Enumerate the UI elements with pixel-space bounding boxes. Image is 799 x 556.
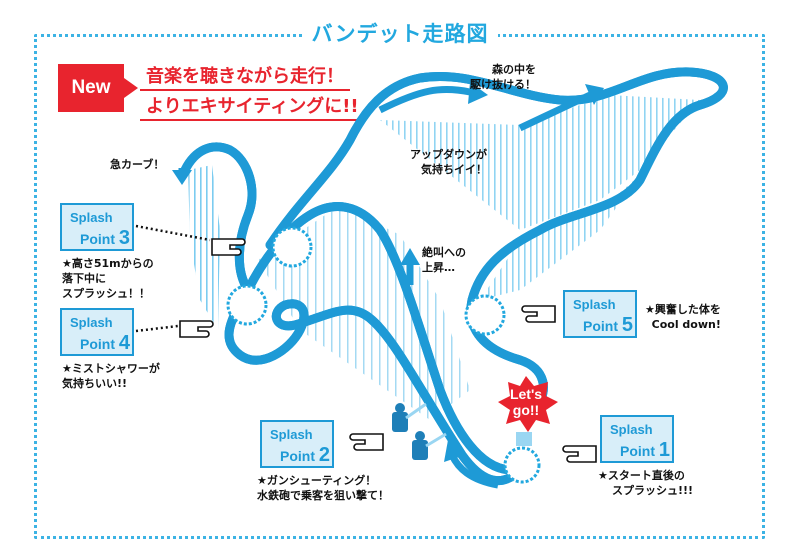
splash-label: Splash	[70, 315, 113, 330]
water-gun-figures	[392, 402, 447, 460]
support-structure-forest	[380, 95, 700, 230]
headline-line-1: 音楽を聴きながら走行！	[140, 62, 350, 91]
updown-note-line-1: アップダウンが	[410, 148, 487, 161]
letsgo-line-2: go!!	[512, 402, 540, 418]
arrow-icon	[444, 440, 462, 462]
splash-point-number: 1	[658, 439, 671, 461]
arrow-icon	[518, 91, 592, 132]
forest-note-line-1: 森の中を	[492, 63, 536, 76]
forest-note-line-2: 駆け抜ける！	[470, 78, 536, 91]
splash-label: Splash	[573, 297, 616, 312]
splash-point-5-box: Splash Point 5	[563, 290, 637, 338]
support-structure-left	[188, 165, 220, 330]
splash-label: Splash	[610, 422, 653, 437]
new-badge-arrow	[124, 78, 138, 98]
desc-line: 水鉄砲で乗客を狙い撃て！	[257, 489, 389, 502]
splash-icons	[226, 226, 541, 484]
splash-point-number: 5	[621, 314, 634, 336]
forest-note: 森の中を 駆け抜ける！	[470, 62, 536, 92]
desc-line: ★ミストシャワーが	[62, 362, 160, 375]
updown-note-line-2: 気持ちイイ！	[421, 163, 487, 176]
new-badge: New	[58, 64, 124, 112]
arrow-icon	[400, 248, 420, 265]
pointing-hand-icon	[211, 238, 246, 256]
splash-point-4-box: Splash Point 4	[60, 308, 134, 356]
point-label: Point 5	[583, 314, 634, 336]
splash-point-3-box: Splash Point 3	[60, 203, 134, 251]
pointing-hand-icon	[562, 445, 597, 463]
desc-line: 落下中に	[62, 272, 106, 285]
climb-note-line-2: 上昇…	[422, 261, 455, 274]
climb-note-line-1: 絶叫への	[422, 246, 466, 259]
splash-label: Splash	[70, 210, 113, 225]
splash-point-number: 3	[118, 227, 131, 249]
water-gun-figure-icon	[392, 402, 427, 432]
leader-lines	[135, 224, 211, 333]
splash-icon	[464, 294, 506, 336]
desc-line: Cool down!	[651, 318, 721, 331]
updown-note: アップダウンが 気持ちイイ！	[410, 147, 487, 177]
desc-line: ★興奮した体を	[645, 303, 721, 316]
direction-arrows	[172, 82, 604, 489]
splash-point-2-desc: ★ガンシューティング！ 水鉄砲で乗客を狙い撃て！	[257, 473, 389, 503]
splash-point-number: 2	[318, 444, 331, 466]
water-gun-figure-icon	[412, 431, 447, 460]
point-label: Point 1	[620, 439, 671, 461]
splash-icon	[226, 284, 268, 326]
letsgo-line-1: Let's	[509, 386, 543, 402]
desc-line: ★ガンシューティング！	[257, 474, 377, 487]
title-background	[302, 18, 498, 48]
arrow-icon	[585, 84, 604, 105]
splash-icon	[271, 226, 313, 268]
climb-note: 絶叫への 上昇…	[422, 245, 466, 275]
desc-line: ★高さ51mからの	[62, 257, 154, 270]
pointing-hands	[179, 238, 597, 463]
point-label: Point 4	[80, 332, 131, 354]
desc-line: 気持ちいい!!	[62, 377, 128, 390]
splash-point-1-box: Splash Point 1	[600, 415, 674, 463]
splash-point-2-box: Splash Point 2	[260, 420, 334, 468]
splash-point-1-desc: ★スタート直後の スプラッシュ!!!	[598, 468, 693, 498]
pointing-hand-icon	[179, 320, 214, 338]
splash-label: Splash	[270, 427, 313, 442]
page-title: バンデット走路図	[311, 22, 489, 46]
desc-line: ★スタート直後の	[598, 469, 685, 482]
splash-point-4-desc: ★ミストシャワーが 気持ちいい!!	[62, 361, 160, 391]
point-label: Point 3	[80, 227, 131, 249]
letsgo-burst	[498, 376, 558, 432]
arrow-icon	[378, 85, 471, 114]
point-label: Point 2	[280, 444, 331, 466]
curve-note: 急カーブ！	[110, 158, 165, 171]
splash-point-3-desc: ★高さ51mからの 落下中に スプラッシュ！！	[62, 256, 154, 301]
arrow-icon	[172, 170, 192, 185]
letsgo-label: Let's go!!	[496, 386, 556, 418]
headline-line-2: よりエキサイティングに!!	[140, 92, 365, 121]
support-structure-right	[480, 175, 640, 300]
splash-point-5-desc: ★興奮した体を Cool down!	[645, 302, 721, 332]
desc-line: スプラッシュ!!!	[612, 484, 694, 497]
splash-point-number: 4	[118, 332, 131, 354]
arrow-icon	[468, 82, 488, 104]
desc-line: スプラッシュ！！	[62, 287, 150, 300]
pointing-hand-icon	[521, 305, 556, 323]
letsgo-splash	[516, 432, 532, 446]
splash-icon	[503, 446, 541, 484]
pointing-hand-icon	[349, 433, 384, 451]
